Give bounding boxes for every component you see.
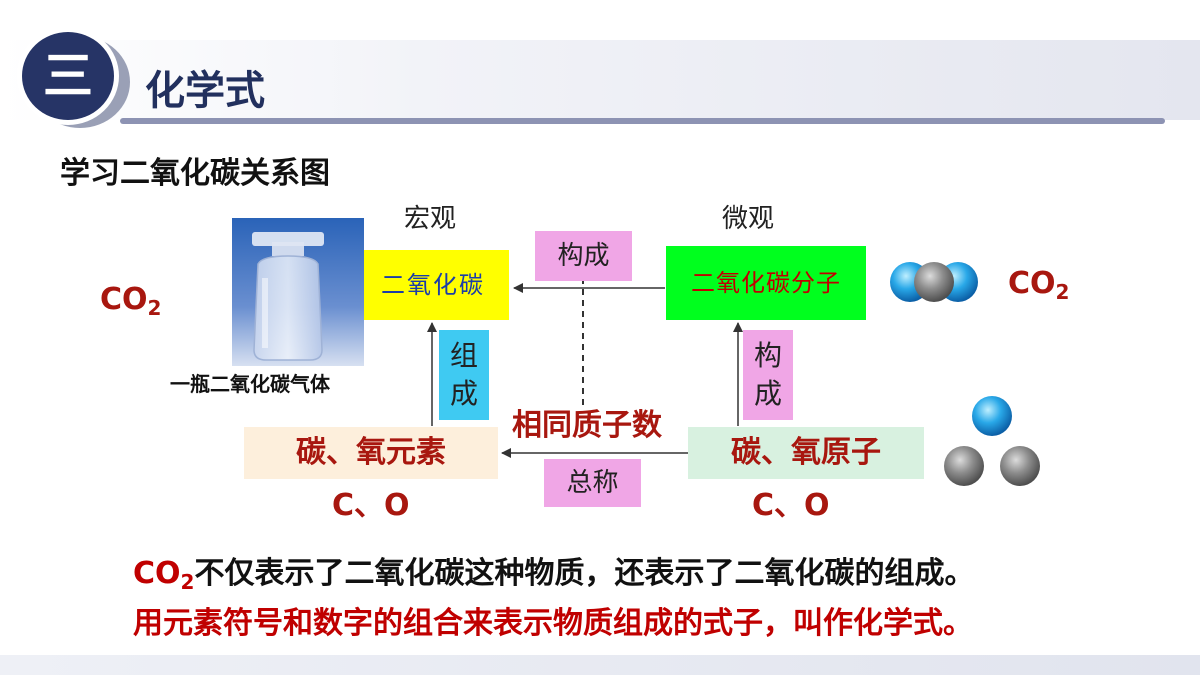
formula-right-sub: 2 <box>1055 280 1070 304</box>
bottle-caption: 一瓶二氧化碳气体 <box>170 372 330 396</box>
page-title: 化学式 <box>145 68 265 114</box>
diagram-subtitle: 学习二氧化碳关系图 <box>60 156 330 191</box>
center-relation-label: 相同质子数 <box>512 408 662 443</box>
right-relation-text: 构成 <box>754 339 783 410</box>
formula-left-base: CO <box>100 282 148 317</box>
atoms-box: 碳、氧原子 <box>688 427 924 479</box>
gas-bottle-image <box>232 218 364 366</box>
elements-box: 碳、氧元素 <box>244 427 498 479</box>
atoms-symbols: C、O <box>752 488 830 523</box>
statement-line-1-text: 不仅表示了二氧化碳这种物质，还表示了二氧化碳的组成。 <box>194 556 975 591</box>
right-relation-label: 构成 <box>743 330 793 420</box>
atoms-model <box>944 396 1040 486</box>
footer-band <box>0 655 1200 675</box>
left-relation-label: 组成 <box>439 330 489 420</box>
statement-formula-base: CO <box>133 556 181 591</box>
section-badge: 三 <box>22 32 114 120</box>
statement-line-2-text: 用元素符号和数字的组合来表示物质组成的式子，叫作 <box>133 606 853 641</box>
elements-symbols: C、O <box>332 488 410 523</box>
statement-formula-sub: 2 <box>180 570 195 594</box>
top-relation-label: 构成 <box>535 231 632 281</box>
micro-box: 二氧化碳分子 <box>666 246 866 320</box>
statement-line-2-highlight: 化学式。 <box>853 606 973 641</box>
co2-molecule-model <box>890 262 978 302</box>
formula-left: CO2 <box>100 282 161 320</box>
formula-right: CO2 <box>1008 266 1069 304</box>
formula-left-sub: 2 <box>147 296 162 320</box>
header-underline <box>120 118 1165 124</box>
micro-label: 微观 <box>722 204 775 234</box>
header-band <box>0 40 1200 120</box>
formula-right-base: CO <box>1008 266 1056 301</box>
macro-box: 二氧化碳 <box>357 250 509 320</box>
statement-line-2: 用元素符号和数字的组合来表示物质组成的式子，叫作化学式。 <box>133 598 973 642</box>
macro-label: 宏观 <box>404 204 457 234</box>
statement-formula: CO2 <box>133 556 195 594</box>
left-relation-text: 组成 <box>450 339 479 410</box>
bottom-relation-label: 总称 <box>544 459 641 507</box>
statement-line-1: CO2不仅表示了二氧化碳这种物质，还表示了二氧化碳的组成。 <box>133 548 974 594</box>
